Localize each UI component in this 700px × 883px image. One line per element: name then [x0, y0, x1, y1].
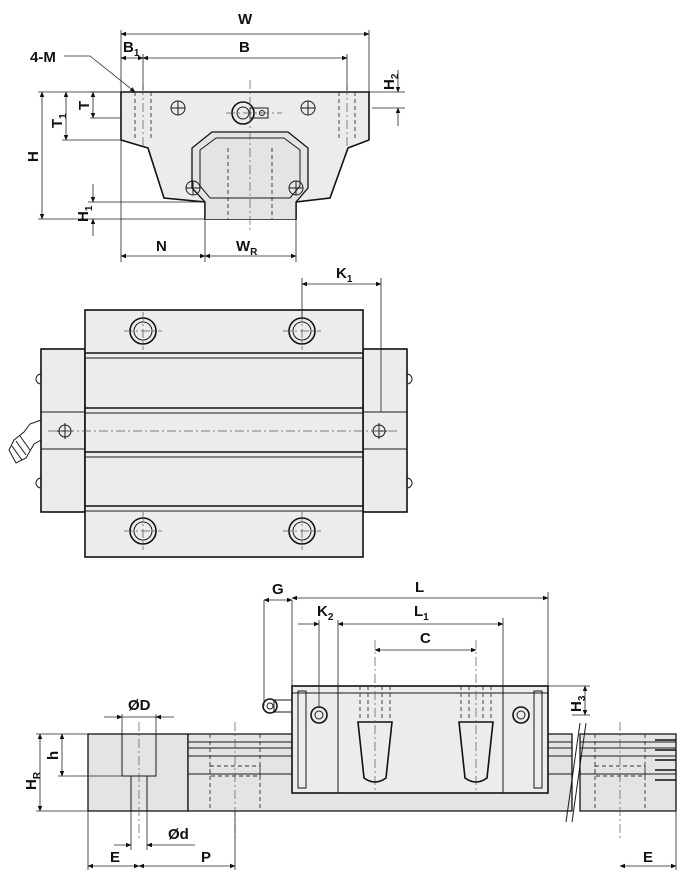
label-p: P — [201, 849, 211, 866]
label-wr: WR — [236, 238, 258, 258]
label-g: G — [272, 581, 284, 598]
label-k2: K2 — [317, 603, 334, 623]
screw-icon — [170, 100, 186, 116]
label-t1: T1 — [49, 113, 69, 128]
label-t: T — [76, 101, 93, 110]
label-k1: K1 — [336, 265, 353, 285]
k1-dimension — [301, 278, 382, 412]
label-e-right: E — [643, 849, 653, 866]
label-4-m: 4-M — [30, 49, 56, 66]
side-view — [87, 640, 677, 840]
label-h: H — [25, 151, 42, 162]
label-l: L — [415, 579, 424, 596]
label-l1: L1 — [414, 603, 429, 623]
label-h1: H1 — [75, 205, 95, 222]
block-side-outline — [291, 685, 549, 794]
mounting-hole-icon — [124, 312, 162, 350]
grease-nipple-icon — [262, 698, 293, 714]
front-dimensions — [38, 30, 405, 262]
label-b1: B1 — [123, 39, 140, 59]
reference-hole-icon — [512, 706, 530, 724]
tapped-hole-right — [458, 721, 494, 783]
top-view — [8, 309, 413, 558]
mounting-hole-icon — [283, 512, 321, 550]
dimension-labels: W B1 B 4-M H2 T T1 H H1 N WR K1 G L K2 L… — [23, 11, 653, 866]
screw-icon — [185, 180, 201, 196]
side-dimensions — [36, 592, 677, 870]
block-top-outline — [84, 309, 364, 558]
tapped-hole-left — [357, 721, 393, 783]
label-n: N — [156, 238, 167, 255]
screw-icon — [288, 180, 304, 196]
grease-nipple-icon — [8, 419, 42, 464]
label-b: B — [239, 39, 250, 56]
label-hr: HR — [23, 771, 43, 790]
label-od-small: Ød — [168, 826, 189, 843]
label-h2: H2 — [381, 73, 401, 90]
label-c: C — [420, 630, 431, 647]
label-w: W — [238, 11, 253, 28]
label-e-left: E — [110, 849, 120, 866]
rail-section — [87, 733, 189, 812]
label-h3: H3 — [568, 695, 588, 712]
label-od: ØD — [128, 697, 151, 714]
front-view — [120, 80, 370, 232]
screw-icon — [300, 100, 316, 116]
label-h-small: h — [45, 751, 62, 760]
mounting-hole-icon — [124, 512, 162, 550]
